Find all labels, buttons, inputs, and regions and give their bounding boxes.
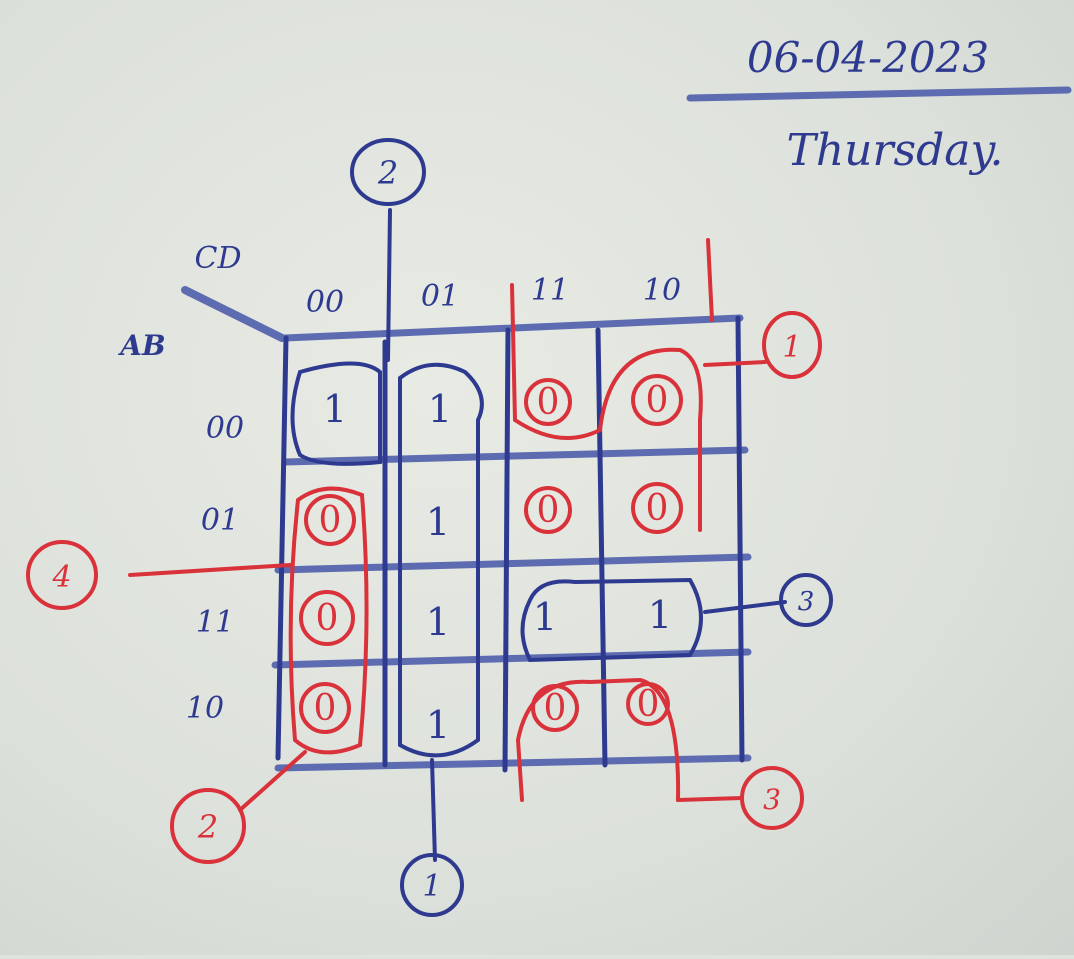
group-label-bottom-text: 1 [422,869,441,904]
col-header-0: 00 [306,285,344,320]
group-label-bottom-left: 2 [170,788,246,864]
group-loop-row11-pair [520,577,703,663]
group-loop-col00 [288,486,369,755]
corner-ab-label: AB [117,329,165,362]
grid-h-2 [274,553,752,574]
cell-0-0: 1 [323,387,347,431]
cell-ring-1-2 [524,486,572,534]
leader-right-top [703,360,767,367]
blue-groupings [290,208,787,862]
group-loop-col01 [398,362,484,758]
grid-v-4 [735,315,745,763]
leader-bottom-left [238,750,307,812]
cell-3-3: 0 [637,684,660,725]
group-label-right-top-text: 1 [782,330,801,365]
group-label-top-text: 2 [377,154,398,192]
leader-bottom-right [676,796,744,802]
cell-2-2: 1 [533,595,557,639]
group-label-right-mid: 3 [779,573,833,627]
col-header-3: 10 [643,273,681,308]
grid-h-4 [274,754,752,772]
corner-diagonal [181,286,286,342]
cell-3-1: 1 [426,703,450,747]
group-label-bottom-left-ring [170,788,246,864]
group-label-bottom-right-text: 3 [763,783,781,816]
group-label-bottom-right: 3 [740,766,804,830]
cell-1-3: 0 [646,488,669,529]
cell-2-1: 1 [426,600,450,644]
cell-3-2: 0 [544,688,567,729]
group-label-bottom-ring [400,853,464,917]
row-header-2: 11 [196,605,234,640]
cell-1-2: 0 [537,490,560,531]
cell-ring-1-0 [304,494,356,546]
group-label-right-mid-ring [779,573,833,627]
group-loop-bottom-right [515,677,681,802]
group-label-right-top-ring [762,311,822,379]
date-text: 06-04-2023 [747,33,989,82]
day-text: Thursday. [786,125,1003,176]
group-label-left-ring [26,540,98,610]
cell-ring-3-0 [299,682,351,734]
cell-ring-0-3 [631,374,683,426]
leader-top [386,208,392,362]
kmap-columns [275,315,745,773]
row-header-0: 00 [206,411,244,446]
group-label-right-top: 1 [762,311,822,379]
cell-1-1: 1 [426,500,450,544]
cell-0-3: 0 [646,380,669,421]
cell-ring-0-2 [524,378,572,426]
grid-v-0 [275,335,289,761]
grid-v-3 [595,327,608,768]
group-loop-row00-pair [290,361,382,466]
leader-bottom [430,758,437,862]
group-label-bottom: 1 [400,853,464,917]
row-header-1: 01 [201,503,239,538]
row-header-3: 10 [186,691,224,726]
cell-0-2: 0 [537,382,560,423]
leader-left [128,563,292,577]
col-header-1: 01 [421,279,459,314]
cell-1-0: 0 [319,500,342,541]
group-label-bottom-left-text: 2 [197,808,218,846]
red-groupings [128,238,767,812]
group-label-left: 4 [26,540,98,610]
grid-h-1 [281,446,749,466]
corner-cd-label: CD [194,241,241,276]
leader-right-mid [703,600,787,614]
cell-ring-1-3 [631,482,683,534]
cell-3-0: 0 [314,688,337,729]
grid-v-2 [502,327,511,773]
group-label-bottom-right-ring [740,766,804,830]
group-label-right-mid-text: 3 [798,587,815,617]
group-loop-top-right [510,283,703,532]
group-label-top-ring [350,138,426,206]
cell-ring-3-2 [531,684,579,732]
cell-0-1: 1 [428,387,452,431]
cell-ring-3-3 [626,682,670,726]
group-label-left-text: 4 [51,560,71,595]
cell-2-0: 0 [316,598,339,639]
col-header-2: 11 [531,273,569,308]
header-underline [686,86,1072,102]
cell-ring-2-0 [299,590,355,646]
group-label-top: 2 [350,138,426,206]
group-loop-top-right-cap [706,238,714,322]
cell-2-3: 1 [648,593,672,637]
